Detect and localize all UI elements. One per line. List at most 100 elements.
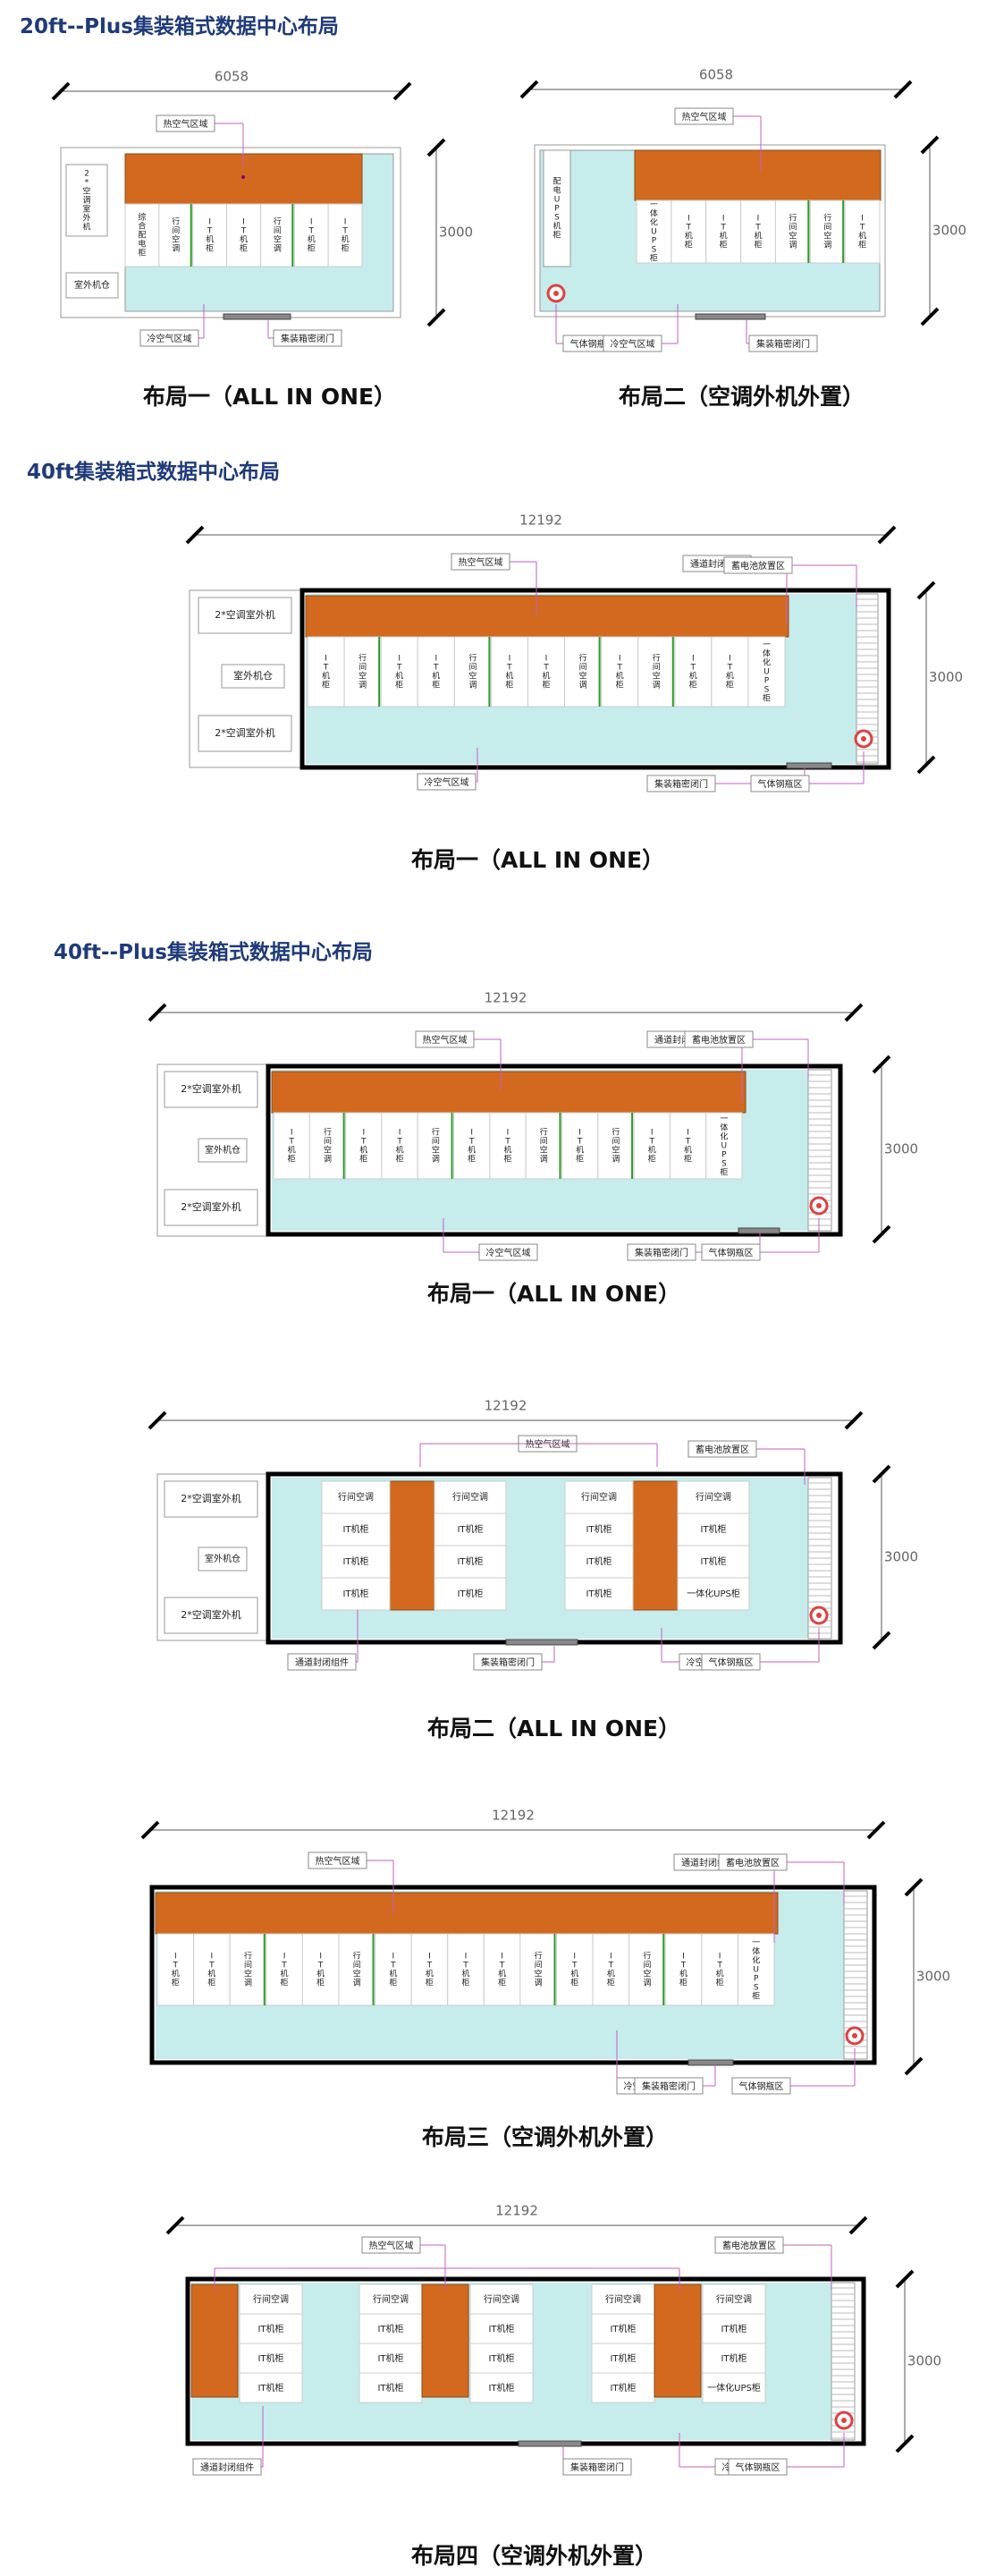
hot-aisle (155, 1892, 779, 1935)
power-cabinet (543, 149, 571, 267)
row-ac-label: 间 (823, 222, 831, 233)
pod-right-label: 行间空调 (696, 1491, 731, 1503)
row-ac-label: 调 (359, 681, 367, 691)
pod-left-label: 行间空调 (338, 1491, 374, 1503)
container-door (505, 1639, 578, 1646)
door-callout-box (273, 329, 342, 347)
row-ac-label: 间 (353, 1960, 361, 1970)
rack-label: U (721, 1142, 728, 1151)
rack-label: 机 (542, 671, 550, 682)
pod-cell (469, 2313, 534, 2344)
row-ac-label: 行 (653, 653, 661, 664)
rack-label: T (616, 664, 622, 673)
pod-cell (321, 1513, 391, 1546)
row-ac-label: 行 (244, 1951, 252, 1962)
container-door (738, 1227, 780, 1234)
gas-area-callout: 气体钢瓶区 (736, 2462, 780, 2473)
rack-label: 机 (720, 231, 728, 242)
pod-hot-aisle (654, 2284, 702, 2398)
rack-label: T (433, 664, 439, 673)
pod-cell (702, 2372, 766, 2403)
pod-label: 一体化UPS柜 (707, 2382, 761, 2394)
rack-label: 机 (576, 1145, 584, 1156)
cold-area-callout-box (139, 329, 199, 347)
rack-label: T (308, 227, 314, 236)
rack-label: 柜 (281, 1978, 289, 1988)
row-ac-label: 间 (468, 662, 477, 673)
container-door (786, 762, 832, 769)
rack-label: 机 (689, 671, 697, 682)
rack-label: T (504, 1138, 510, 1147)
dimension-tick (895, 2269, 915, 2289)
dimension-tick (916, 755, 936, 775)
width-dimension: 12192 (519, 513, 562, 529)
rack-cell (664, 1933, 703, 2006)
rack-label: U (763, 668, 770, 677)
row-ac-label: 行 (643, 1951, 651, 1962)
rack-label: 柜 (754, 240, 762, 250)
rack-label: 柜 (138, 248, 146, 258)
row-ac-label: 行 (612, 1127, 620, 1138)
rack-label: I (619, 655, 621, 664)
hot-area-callout-box (156, 114, 215, 132)
rack-label: 柜 (240, 243, 248, 254)
battery-callout: 蓄电池放置区 (726, 1857, 780, 1868)
rack-label: I (545, 655, 548, 664)
rack-cell (490, 636, 528, 708)
rack-label: 柜 (679, 1978, 688, 1988)
rack-label: 机 (206, 234, 214, 245)
row-ac-label: 行 (468, 653, 477, 664)
rack-label: P (721, 1151, 727, 1160)
dimension-tick (848, 2216, 868, 2235)
gas-cylinder-icon (553, 291, 559, 296)
width-dimension: 12192 (492, 1808, 535, 1824)
pod-cell (321, 1577, 391, 1611)
rack-label: 柜 (685, 240, 693, 250)
section-title-20ft-plus: 20ft--Plus集装箱式数据中心布局 (20, 15, 339, 38)
rack-label: 机 (858, 231, 866, 242)
rack-label: 柜 (716, 1978, 724, 1988)
power-cabinet-label: 柜 (553, 230, 561, 241)
door-callout: 集装箱密闭门 (481, 1657, 535, 1668)
ac-room-box (198, 1546, 248, 1572)
rack-label: I (362, 1129, 365, 1138)
pod-cell (564, 1480, 634, 1514)
pod-label: IT机柜 (257, 2323, 283, 2334)
pod-cell (434, 1577, 507, 1611)
rack-label: T (317, 1962, 324, 1970)
rack-label: T (240, 227, 247, 236)
height-dimension: 3000 (916, 1969, 950, 1985)
rack-cell (674, 636, 713, 708)
rack-label: 柜 (342, 243, 350, 254)
rack-label: T (426, 1962, 433, 1970)
dimension-tick (872, 1631, 891, 1650)
outdoor-unit-label: 空 (82, 186, 90, 197)
power-cabinet-label: 配 (553, 177, 561, 187)
rack-label: 机 (342, 234, 350, 245)
ac-room-label: 室外机仓 (233, 669, 273, 682)
outdoor-unit-label: 2*空调室外机 (181, 1492, 241, 1504)
pod-cell (564, 1577, 634, 1611)
outdoor-unit-label: 2*空调室外机 (181, 1200, 241, 1213)
pod-label: 行间空调 (605, 2293, 641, 2305)
rack-label: I (344, 218, 347, 227)
hot-aisle (634, 149, 882, 201)
pod-left-label: IT机柜 (342, 1523, 368, 1535)
dimension-tick (51, 81, 71, 101)
row-ac-label: 间 (359, 662, 367, 673)
row-ac-label: 空 (244, 1969, 252, 1979)
rack-label: I (208, 218, 211, 227)
rack-label: 柜 (726, 680, 734, 691)
door-callout: 集装箱密闭门 (281, 333, 334, 344)
dimension-tick (392, 81, 412, 101)
row-ac-label: 空 (653, 671, 661, 682)
rack-label: I (325, 655, 327, 664)
rack-label: 柜 (576, 1154, 584, 1165)
battery-callout: 蓄电池放置区 (692, 1034, 746, 1046)
row-ac-label: 间 (244, 1960, 252, 1970)
rack-label: T (468, 1138, 475, 1147)
ac-room-box (198, 1138, 248, 1163)
rack-label: 柜 (684, 1154, 692, 1165)
pod-right-label: IT机柜 (457, 1555, 483, 1567)
row-ac-label: 空 (579, 671, 587, 682)
